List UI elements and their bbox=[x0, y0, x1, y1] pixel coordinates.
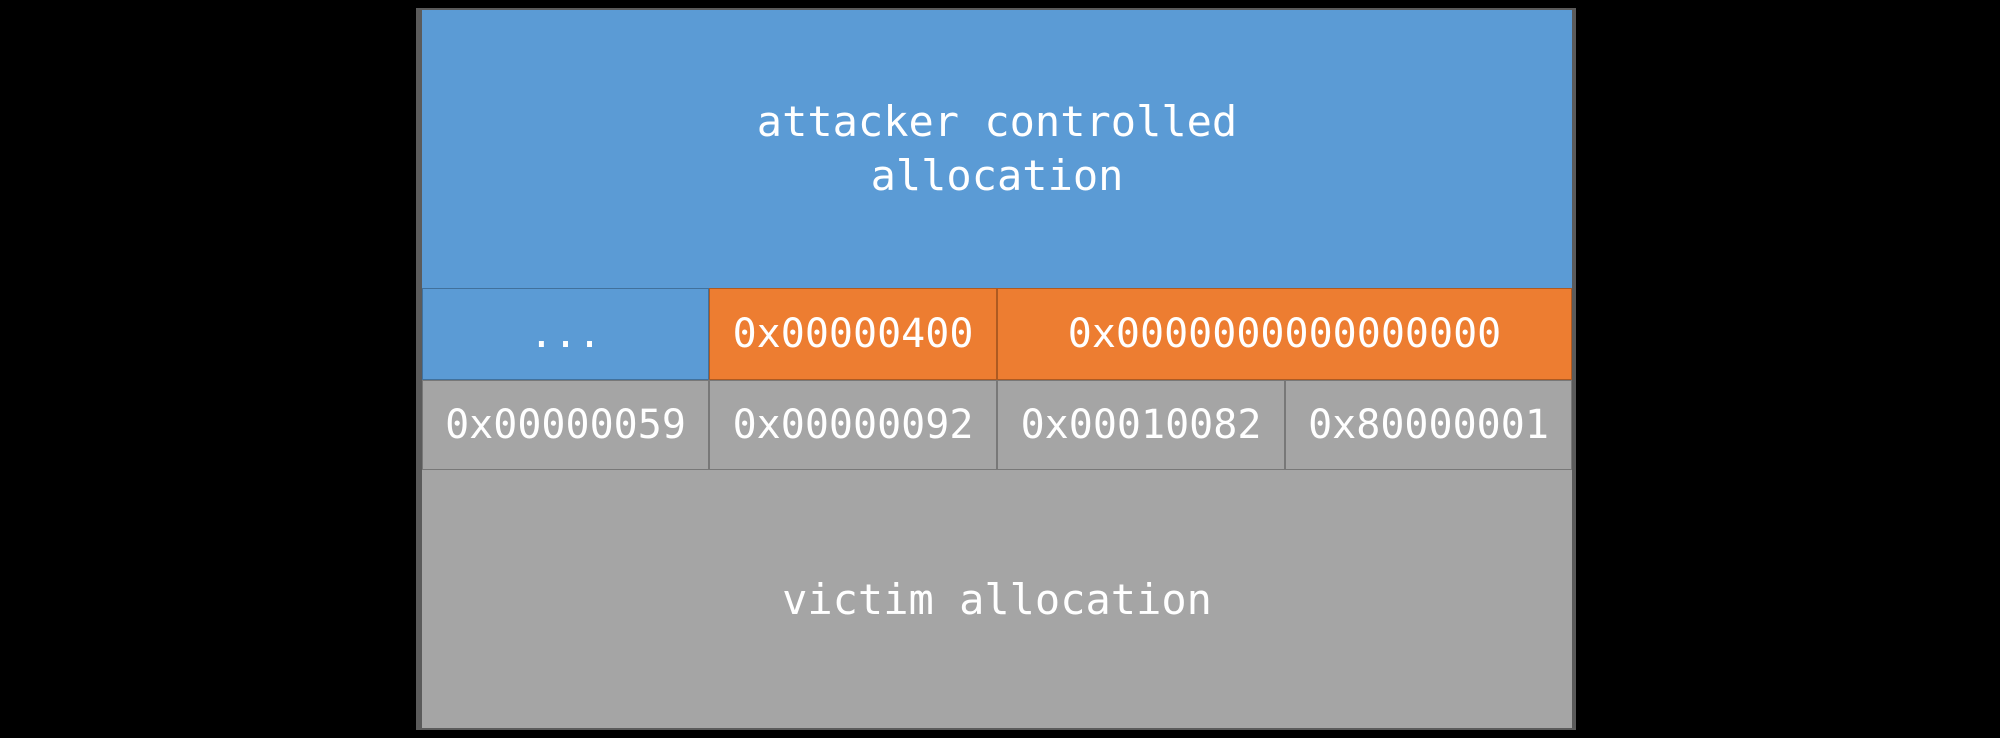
ellipsis-text: ... bbox=[529, 311, 602, 357]
overwritten-pointer-value: 0x0000000000000000 bbox=[1067, 311, 1502, 357]
overwritten-size-value: 0x00000400 bbox=[732, 311, 974, 357]
victim-header-value-2: 0x00000092 bbox=[732, 402, 974, 448]
victim-header-value-1: 0x00000059 bbox=[445, 402, 686, 448]
victim-header-cell-1: 0x00000059 bbox=[422, 380, 709, 470]
victim-header-cell-2: 0x00000092 bbox=[709, 380, 997, 470]
attacker-ellipsis-cell: ... bbox=[422, 288, 709, 380]
attacker-allocation-label: attacker controlled allocation bbox=[756, 97, 1238, 200]
victim-header-value-4: 0x80000001 bbox=[1308, 402, 1549, 448]
overwritten-pointer-cell: 0x0000000000000000 bbox=[997, 288, 1572, 380]
attacker-controlled-allocation: attacker controlled allocation bbox=[422, 10, 1572, 288]
victim-allocation: victim allocation bbox=[422, 470, 1572, 728]
overwritten-size-cell: 0x00000400 bbox=[709, 288, 997, 380]
victim-header-cell-3: 0x00010082 bbox=[997, 380, 1285, 470]
victim-header-value-3: 0x00010082 bbox=[1020, 402, 1262, 448]
memory-layout-diagram: attacker controlled allocation ... 0x000… bbox=[416, 8, 1576, 730]
victim-allocation-label: victim allocation bbox=[782, 574, 1212, 624]
victim-header-cell-4: 0x80000001 bbox=[1285, 380, 1572, 470]
